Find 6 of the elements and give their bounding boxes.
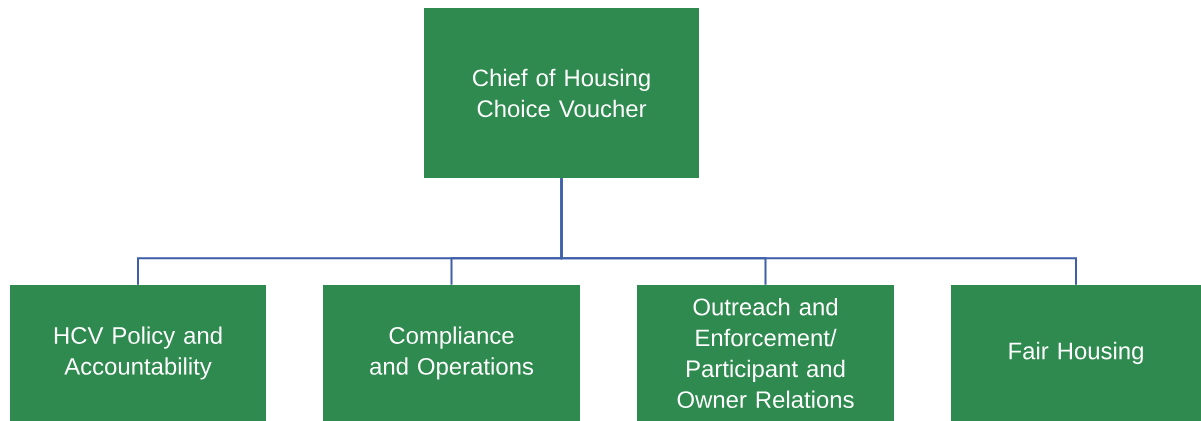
org-box: Chief of Housing Choice Voucher [424,8,699,178]
org-box: HCV Policy and Accountability [10,285,266,421]
org-box: Fair Housing [951,285,1201,421]
connector-line [560,177,1077,286]
org-box: Compliance and Operations [323,285,580,421]
org-box: Outreach and Enforcement/ Participant and Owner Relations [637,285,894,421]
